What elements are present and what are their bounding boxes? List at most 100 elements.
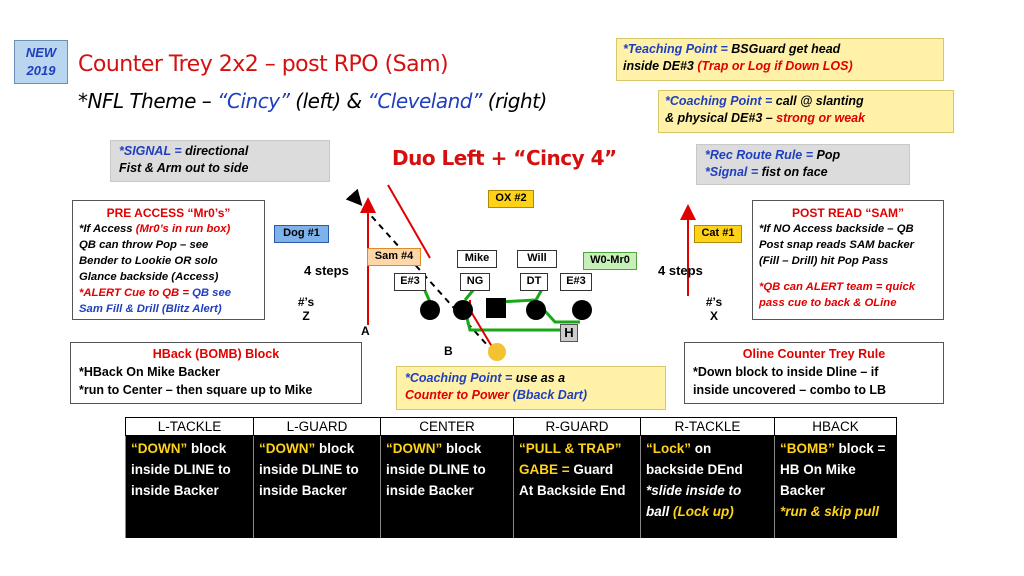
hback-l2: *run to Center – then square up to Mike [79, 383, 313, 397]
hback-l1: *HBack On Mike Backer [79, 365, 221, 379]
pre-access-l6: Sam Fill & Drill (Blitz Alert) [79, 303, 222, 315]
dt-label: DT [520, 273, 548, 291]
lt-line2: inside DLINE to [131, 462, 231, 477]
lg-block: block [315, 441, 355, 456]
coaching-point-bottom-t2: Counter to Power [405, 387, 513, 402]
header-l-guard: L-GUARD [253, 417, 381, 436]
sam-red-path [387, 184, 431, 259]
header-center: CENTER [380, 417, 514, 436]
e3-right-label: E#3 [560, 273, 592, 291]
oline-l1: *Down block to inside Dline – if [693, 365, 879, 379]
cell-hback: “BOMB” block = HB On Mike Backer *run & … [774, 435, 897, 538]
dashed-route-line [345, 188, 498, 357]
a-label: A [361, 324, 370, 338]
coaching-point-bottom-box: *Coaching Point = use as a Counter to Po… [396, 366, 666, 410]
will-label: Will [517, 250, 557, 268]
post-read-heading: POST READ “SAM” [791, 206, 904, 220]
pre-access-box: PRE ACCESS “Mr0’s” *If Access (Mr0’s in … [72, 200, 265, 320]
h-label: H [560, 324, 578, 342]
oline-heading: Oline Counter Trey Rule [742, 347, 886, 361]
page-subtitle: *NFL Theme – “Cincy” (left) & “Cleveland… [78, 89, 547, 113]
pre-access-l5a: *ALERT Cue to QB = [79, 287, 193, 299]
c-call: “DOWN” [386, 441, 443, 456]
x-numbers: #’s [705, 295, 723, 309]
z-label: Z [302, 309, 310, 323]
post-read-l2: Post snap reads SAM backer [759, 239, 915, 251]
lg-line3: inside Backer [259, 483, 347, 498]
coaching-point-bottom-t1: use as a [515, 371, 566, 385]
coaching-point-top-text1: call @ slanting [775, 94, 864, 108]
teaching-point-box: *Teaching Point = BSGuard get head insid… [616, 38, 944, 81]
badge-line2: 2019 [26, 63, 56, 78]
rec-signal-text: fist on face [761, 164, 828, 179]
post-read-box: POST READ “SAM” *If NO Access backside –… [752, 200, 944, 320]
lg-circle [453, 300, 473, 320]
coaching-point-top-text3: strong or weak [776, 110, 866, 125]
lt-call: “DOWN” [131, 441, 188, 456]
rt-ball: ball [646, 504, 674, 519]
header-r-guard: R-GUARD [513, 417, 641, 436]
cell-l-tackle: “DOWN” block inside DLINE to inside Back… [125, 435, 254, 538]
sam-label: Sam #4 [367, 248, 421, 266]
teaching-point-label: *Teaching Point = [623, 42, 732, 56]
rec-route-label: *Rec Route Rule = [705, 148, 817, 162]
hback-path-line [461, 301, 560, 332]
subtitle-theme: *NFL Theme – [78, 89, 218, 113]
signal-label: *SIGNAL = [119, 144, 186, 158]
mike-label: Mike [457, 250, 497, 268]
hb-call: “BOMB” [780, 441, 835, 456]
rec-route-text: Pop [816, 148, 841, 162]
pre-access-l3: Bender to Lookie OR solo [79, 255, 218, 267]
rt-line2: backside DEnd [646, 462, 743, 477]
header-hback: HBACK [774, 417, 897, 436]
hb-line2: HB On Mike [780, 462, 856, 477]
table-header-row: L-TACKLE L-GUARD CENTER R-GUARD R-TACKLE… [125, 417, 897, 436]
header-l-tackle: L-TACKLE [125, 417, 254, 436]
b-label: B [444, 344, 453, 358]
subtitle-right: (right) [481, 89, 548, 113]
ng-label: NG [460, 273, 490, 291]
pre-access-l2: QB can throw Pop – see [79, 239, 209, 251]
rt-line3: *slide inside to [646, 483, 742, 498]
cell-r-guard: “PULL & TRAP” GABE = Guard At Backside E… [513, 435, 641, 538]
hb-line4: *run & skip pull [780, 504, 880, 519]
pre-access-l5b: QB see [192, 287, 232, 299]
lt-circle [420, 300, 440, 320]
ox-label: OX #2 [488, 190, 534, 208]
page-title: Counter Trey 2x2 – post RPO (Sam) [78, 52, 449, 77]
w0-label: W0-Mr0 [583, 252, 637, 270]
coaching-point-bottom-label: *Coaching Point = [405, 371, 516, 385]
post-read-l3: (Fill – Drill) hit Pop Pass [759, 255, 889, 267]
center-square [486, 298, 506, 318]
signal-text2: Fist & Arm out to side [119, 160, 249, 175]
dog-label: Dog #1 [274, 225, 329, 243]
teaching-point-text2: inside DE#3 [623, 58, 698, 73]
rg-gabe: GABE = [519, 462, 574, 477]
post-read-l5: pass cue to back & OLine [759, 297, 897, 309]
new-badge: NEW 2019 [14, 40, 68, 84]
oline-l2: inside uncovered – combo to LB [693, 383, 887, 397]
z-numbers: #’s [297, 295, 315, 309]
c-line3: inside Backer [386, 483, 474, 498]
teaching-point-text3: (Trap or Log if Down LOS) [697, 58, 853, 73]
post-read-l4: *QB can ALERT team = quick [759, 281, 916, 293]
lg-line2: inside DLINE to [259, 462, 359, 477]
steps-right: 4 steps [658, 263, 703, 278]
hb-line3: Backer [780, 483, 826, 498]
table-row: “DOWN” block inside DLINE to inside Back… [125, 435, 897, 538]
rec-route-box: *Rec Route Rule = Pop *Signal = fist on … [696, 144, 910, 185]
rec-signal-label: *Signal = [705, 164, 762, 179]
subtitle-cincy: “Cincy” [217, 89, 290, 113]
x-label: X [709, 309, 718, 323]
rt-lockup: (Lock up) [673, 504, 734, 519]
rg-guard: Guard [573, 462, 614, 477]
cell-l-guard: “DOWN” block inside DLINE to inside Back… [253, 435, 381, 538]
coaching-point-top-box: *Coaching Point = call @ slanting & phys… [658, 90, 954, 133]
c-line2: inside DLINE to [386, 462, 486, 477]
pre-access-l1a: *If Access [79, 223, 136, 235]
rg-circle [526, 300, 546, 320]
badge-line1: NEW [25, 45, 57, 60]
cell-r-tackle: “Lock” on backside DEnd *slide inside to… [640, 435, 775, 538]
rt-on: on [691, 441, 712, 456]
